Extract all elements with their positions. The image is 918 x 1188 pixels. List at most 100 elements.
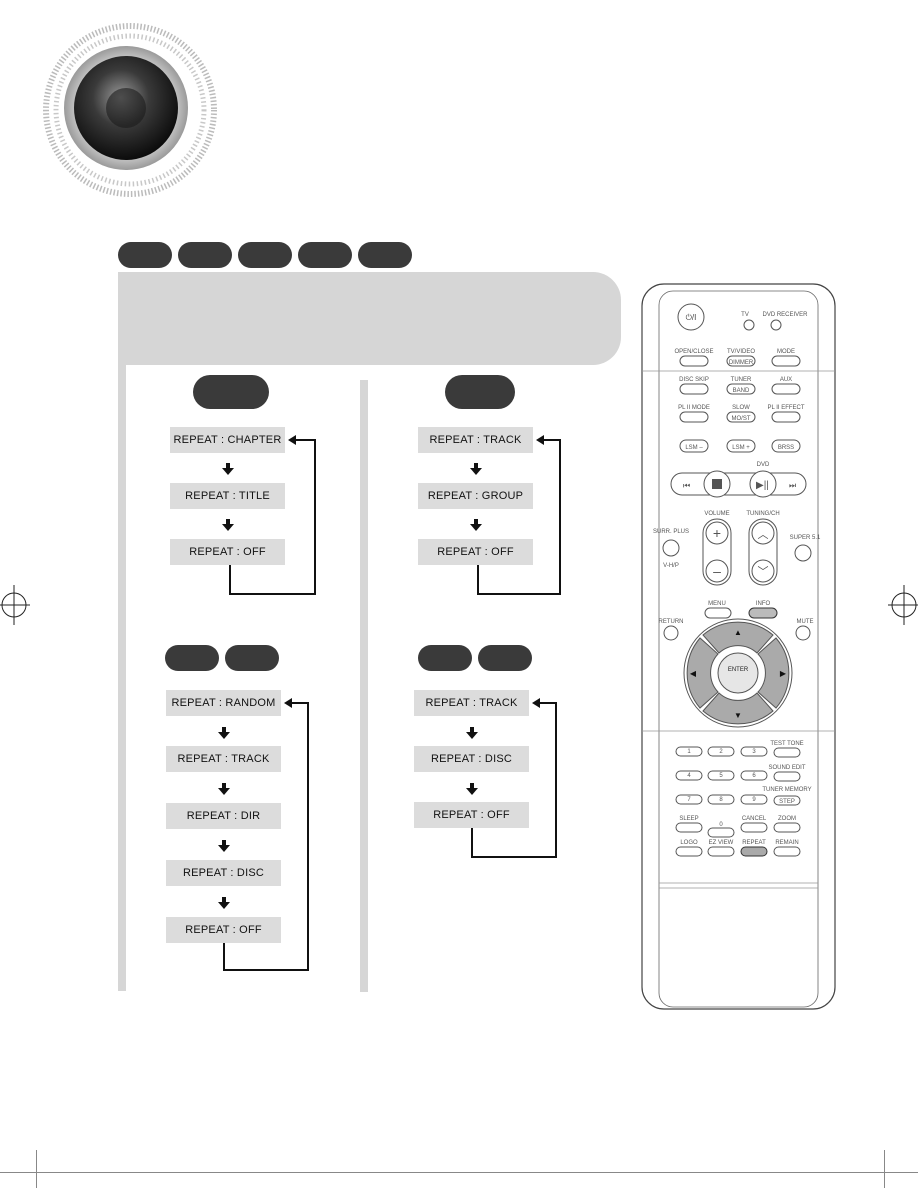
key-8-button[interactable]	[707, 794, 735, 805]
key-5-button[interactable]	[707, 770, 735, 781]
band-button[interactable]	[726, 383, 756, 395]
test-tone-button[interactable]	[773, 747, 801, 758]
key-label: EZ VIEW	[709, 840, 734, 846]
skip-forward-icon[interactable]: ⏭	[789, 481, 796, 490]
mode-button[interactable]	[771, 355, 801, 367]
repeat-option: REPEAT : TRACK	[418, 427, 533, 453]
section-pill-vcd	[418, 645, 472, 671]
down-arrow-icon	[466, 727, 478, 739]
key-0-button[interactable]	[707, 827, 735, 838]
return-button[interactable]	[663, 625, 679, 641]
key-label: REPEAT	[742, 840, 766, 846]
pl2-effect-button[interactable]	[771, 411, 801, 423]
lsm-minus-label: LSM –	[685, 445, 703, 451]
surr-plus-button[interactable]	[662, 539, 680, 557]
vhp-label: V-H/P	[663, 563, 679, 569]
key-label: 3	[752, 749, 756, 755]
sleep-button[interactable]	[675, 822, 703, 833]
lsm-plus-label: LSM +	[732, 445, 750, 451]
repeat-option: REPEAT : OFF	[170, 539, 285, 565]
key-label: 7	[687, 797, 691, 803]
tuner-memory-button[interactable]	[773, 795, 801, 806]
key-7-button[interactable]	[675, 794, 703, 805]
down-arrow-icon	[218, 897, 230, 909]
loop-line	[223, 969, 309, 971]
receiver-mode-button[interactable]	[770, 319, 782, 331]
key-6-button[interactable]	[740, 770, 768, 781]
loop-line	[555, 703, 557, 858]
repeat-button[interactable]	[740, 846, 768, 857]
dpad-down-button[interactable]	[702, 692, 774, 725]
logo-button[interactable]	[675, 846, 703, 857]
key-label: TEST TONE	[770, 741, 803, 747]
minus-icon: –	[713, 563, 721, 579]
key-label: 6	[752, 773, 756, 779]
play-pause-icon: ▶||	[756, 480, 769, 491]
dpad-up-button[interactable]	[702, 621, 774, 654]
disc-type-pill	[298, 242, 352, 268]
repeat-option: REPEAT : DISC	[414, 746, 529, 772]
key-label: 9	[752, 797, 756, 803]
column-divider	[118, 365, 126, 991]
mute-button[interactable]	[795, 625, 811, 641]
key-label: 8	[719, 797, 723, 803]
registration-mark-left	[0, 585, 30, 625]
power-button[interactable]: ⏻/I	[677, 303, 705, 331]
dimmer-button[interactable]	[726, 355, 756, 367]
repeat-option: REPEAT : DIR	[166, 803, 281, 829]
loop-line	[544, 439, 561, 441]
key-3-button[interactable]	[740, 746, 768, 757]
key-2-button[interactable]	[707, 746, 735, 757]
disc-skip-button[interactable]	[679, 383, 709, 395]
key-9-button[interactable]	[740, 794, 768, 805]
pl2-mode-label: PL II MODE	[678, 405, 710, 411]
open-close-button[interactable]	[679, 355, 709, 367]
lsm-minus-button[interactable]	[679, 439, 709, 453]
loop-line	[307, 703, 309, 971]
key-label: 1	[687, 749, 691, 755]
right-arrow-icon: ▶	[780, 669, 787, 678]
transport-bar	[670, 472, 807, 496]
repeat-option: REPEAT : OFF	[166, 917, 281, 943]
lsm-plus-button[interactable]	[726, 439, 756, 453]
info-button[interactable]	[748, 607, 778, 619]
menu-button[interactable]	[704, 607, 732, 619]
skip-back-icon[interactable]: ⏮	[683, 481, 690, 490]
down-arrow-icon	[218, 727, 230, 739]
cancel-button[interactable]	[740, 822, 768, 833]
return-label: RETURN	[659, 619, 684, 625]
aux-button[interactable]	[771, 383, 801, 395]
key-label: 0	[719, 822, 723, 828]
repeat-option: REPEAT : TITLE	[170, 483, 285, 509]
sound-edit-button[interactable]	[773, 771, 801, 782]
tuning-label: TUNING/CH	[746, 511, 779, 517]
repeat-option: REPEAT : OFF	[418, 539, 533, 565]
zoom-button[interactable]	[773, 822, 801, 833]
super-51-button[interactable]	[794, 544, 812, 562]
loop-line	[559, 440, 561, 595]
enter-button[interactable]	[717, 652, 759, 694]
brss-button[interactable]	[771, 439, 801, 453]
volume-label: VOLUME	[704, 511, 729, 517]
loop-arrow-icon	[288, 435, 296, 445]
remain-button[interactable]	[773, 846, 801, 857]
trim-mark	[884, 1150, 885, 1188]
repeat-option: REPEAT : GROUP	[418, 483, 533, 509]
dpad-left-button[interactable]	[686, 637, 719, 709]
dpad-right-button[interactable]	[757, 637, 790, 709]
mo-st-label: MO/ST	[732, 416, 751, 422]
plus-icon: +	[713, 525, 721, 541]
mode-label: MODE	[777, 349, 795, 355]
tv-mode-button[interactable]	[743, 319, 755, 331]
down-arrow-icon	[466, 783, 478, 795]
ez-view-button[interactable]	[707, 846, 735, 857]
pl2-mode-button[interactable]	[679, 411, 709, 423]
key-label: 5	[719, 773, 723, 779]
slow-button[interactable]	[726, 411, 756, 423]
key-4-button[interactable]	[675, 770, 703, 781]
disc-type-pill	[178, 242, 232, 268]
left-arrow-icon: ◀	[690, 669, 697, 678]
loop-line	[292, 702, 309, 704]
key-1-button[interactable]	[675, 746, 703, 757]
play-pause-button[interactable]	[749, 470, 777, 498]
